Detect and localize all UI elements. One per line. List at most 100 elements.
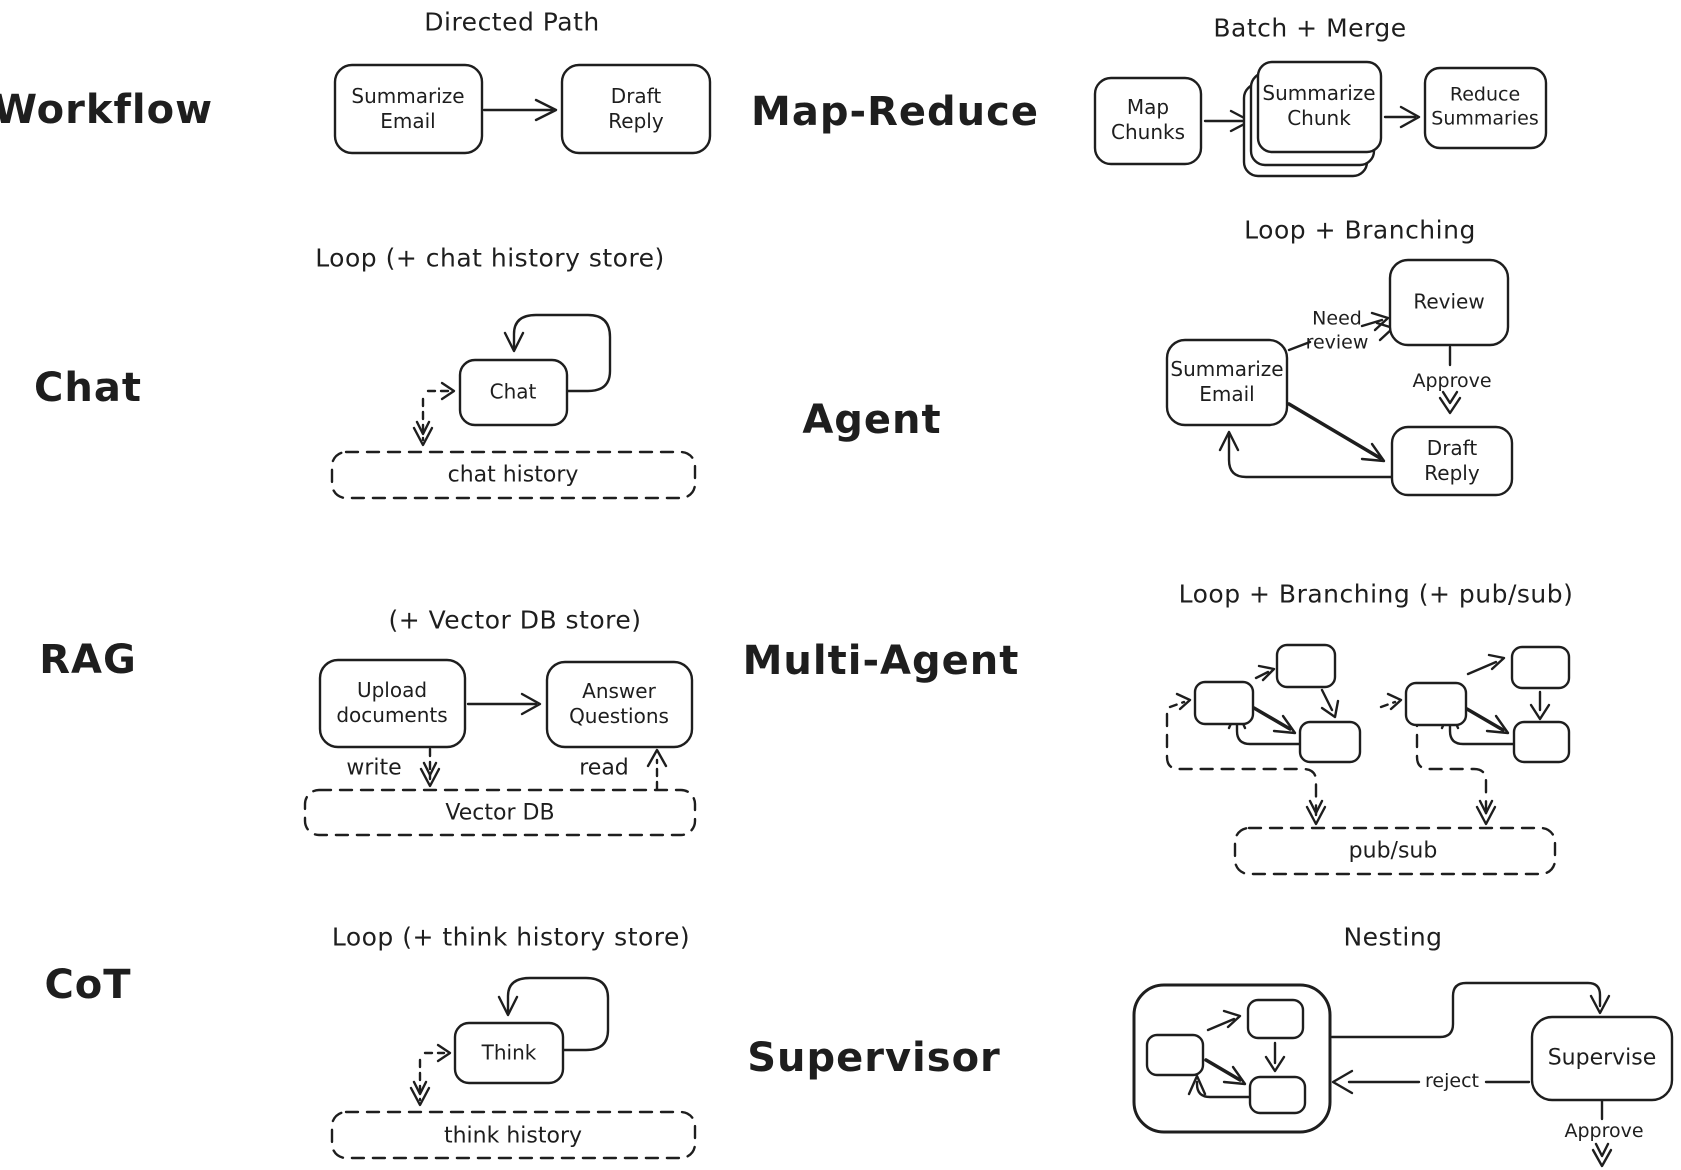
cluster2-bottom-box [1512,720,1571,764]
rag-pattern-title: (+ Vector DB store) [388,605,642,635]
reject-arrow [1331,1069,1531,1095]
rag-diagram [303,658,697,837]
agent-summarize-email-box [1165,338,1289,427]
nested-left-to-bottom-arrow [1204,1058,1247,1086]
multi-agent-section-label: Multi-Agent [742,638,1020,684]
vector-db-label: Vector DB [445,800,555,826]
cluster2-top-box [1510,645,1571,690]
chat-node-label: Chat [489,379,537,404]
cot-diagram [330,976,697,1160]
cluster1-entry-arrow [1168,692,1192,711]
summarize-email-label: Summarize Email [351,84,465,133]
read-arrow [646,748,668,791]
chat-history-label: chat history [447,462,579,488]
mini-agent-cluster-1 [1165,643,1362,826]
chat-store-write-arrow [412,397,434,447]
cluster1-left-box [1193,680,1255,726]
map-chunks-box [1093,76,1203,166]
nested-loopback-arrow [1187,1074,1252,1099]
reject-edge-label: reject [1425,1070,1479,1093]
rag-section-label: RAG [39,637,137,683]
map-reduce-section-label: Map-Reduce [751,89,1039,135]
nested-left-to-top-arrow [1206,1009,1242,1032]
nested-bottom-box [1248,1075,1307,1115]
cluster1-left-to-top-arrow [1254,664,1276,682]
workflow-section-label: Workflow [0,87,214,133]
cluster1-bottom-box [1298,720,1362,764]
container-to-supervise-arrow [1330,981,1611,1039]
cluster2-left-to-bottom-arrow [1465,707,1510,735]
workflow-diagram [333,63,712,155]
upload-documents-box [318,658,467,749]
agent-section-label: Agent [802,397,942,443]
nested-left-box [1145,1033,1205,1077]
supervisor-approve-arrow [1591,1099,1613,1168]
upload-documents-label: Upload documents [336,678,448,727]
map-reduce-diagram [1093,60,1548,178]
chat-history-store-box [330,450,697,500]
chat-pattern-title: Loop (+ chat history store) [315,243,665,273]
pub-sub-label: pub/sub [1348,838,1438,864]
think-self-loop-arrow [497,976,610,1052]
pub-sub-store-box [1233,826,1557,876]
summarize-to-reduce-arrow [1383,105,1421,129]
supervisor-pattern-title: Nesting [1343,922,1443,952]
agent-draft-reply-label: Draft Reply [1424,436,1480,485]
supervisor-approve-edge-label: Approve [1564,1120,1644,1143]
agent-pattern-title: Loop + Branching [1244,215,1476,245]
summarize-chunk-label: Summarize Chunk [1262,81,1376,130]
cluster2-top-to-bottom-arrow [1529,690,1551,721]
answer-questions-label: Answer Questions [569,679,669,728]
mini-agent-cluster-2 [1379,645,1571,826]
supervise-label: Supervise [1547,1045,1657,1071]
supervisor-section-label: Supervisor [747,1035,1001,1081]
draft-reply-box [560,63,712,155]
chat-self-loop-arrow [503,313,612,393]
draft-reply-label: Draft Reply [608,84,664,133]
review-box [1388,258,1510,347]
workflow-arrow [482,98,558,122]
cluster2-entry-arrow [1379,692,1403,711]
cluster1-top-box [1275,643,1337,689]
cluster2-left-to-top-arrow [1466,653,1506,676]
nested-top-to-bottom-arrow [1264,1041,1286,1073]
agent-draft-reply-box [1390,425,1514,497]
cot-pattern-title: Loop (+ think history store) [331,922,691,952]
cot-section-label: CoT [44,962,132,1008]
multi-agent-pattern-title: Loop + Branching (+ pub/sub) [1178,579,1574,609]
summarize-chunk-box [1256,60,1383,154]
chat-section-label: Chat [34,365,142,411]
multi-agent-diagram [1165,643,1571,876]
workflow-pattern-title: Directed Path [424,7,600,37]
chat-diagram [330,313,697,500]
write-arrow [419,747,441,788]
nested-top-box [1246,998,1305,1040]
cot-store-write-arrow [409,1058,431,1107]
map-reduce-pattern-title: Batch + Merge [1213,13,1407,43]
reduce-summaries-box [1423,66,1548,150]
think-history-label: think history [443,1123,583,1149]
approve-edge-label: Approve [1412,370,1492,393]
vector-db-store-box [303,788,697,837]
cluster2-left-box [1404,681,1468,727]
agent-diagram [1165,258,1514,497]
upload-to-answer-arrow [466,692,542,716]
reduce-summaries-label: Reduce Summaries [1431,83,1539,129]
think-box [453,1021,565,1085]
draft-loopback-arrow [1218,430,1394,479]
need-review-edge-label: Need review [1305,307,1369,353]
approve-arrow [1438,345,1462,415]
review-label: Review [1413,289,1485,314]
read-edge-label: read [579,755,629,781]
cluster2-pubsub-arrow [1415,712,1497,826]
chat-box [458,358,569,427]
think-label: Think [481,1040,537,1065]
supervisor-diagram [1132,981,1674,1168]
answer-questions-box [545,660,694,749]
summarize-to-draft-arrow [1287,402,1386,463]
think-history-store-box [330,1110,697,1160]
cluster1-pubsub-arrow [1165,712,1327,826]
summarize-email-box [333,63,484,155]
